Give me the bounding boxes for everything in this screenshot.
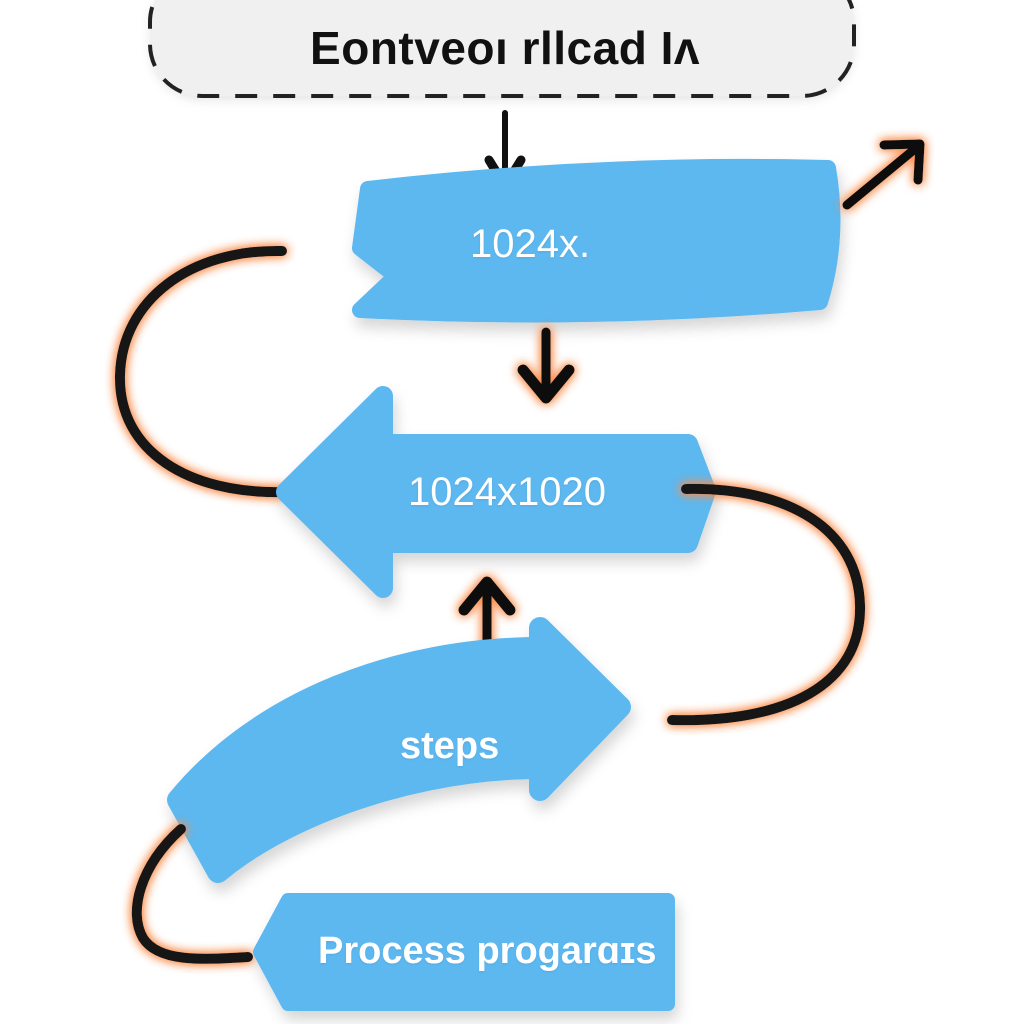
- connector-left-loop-icon: [114, 245, 287, 498]
- connector-bottom-left-loop-icon: [131, 824, 253, 964]
- node-process[interactable]: [253, 893, 675, 1011]
- steps-shape: [167, 617, 631, 883]
- banner1-shape: [352, 158, 841, 323]
- start-box[interactable]: [148, 0, 856, 98]
- process-shape: [253, 893, 675, 1011]
- arrow2-shape: [276, 386, 716, 598]
- connector-banner1-to-arrow2-icon: [517, 327, 575, 404]
- node-banner1[interactable]: [352, 158, 841, 323]
- connector-right-loop-icon: [667, 483, 866, 726]
- start-box-label: Eontveoı rllcad Iʌ: [310, 22, 700, 74]
- connector-banner1-diagonal-out-icon: [842, 139, 925, 210]
- node-steps[interactable]: [167, 617, 631, 883]
- node-arrow2[interactable]: [276, 386, 716, 598]
- start-box-dashed-border: [148, 0, 856, 98]
- start-box-fill: [150, 0, 854, 96]
